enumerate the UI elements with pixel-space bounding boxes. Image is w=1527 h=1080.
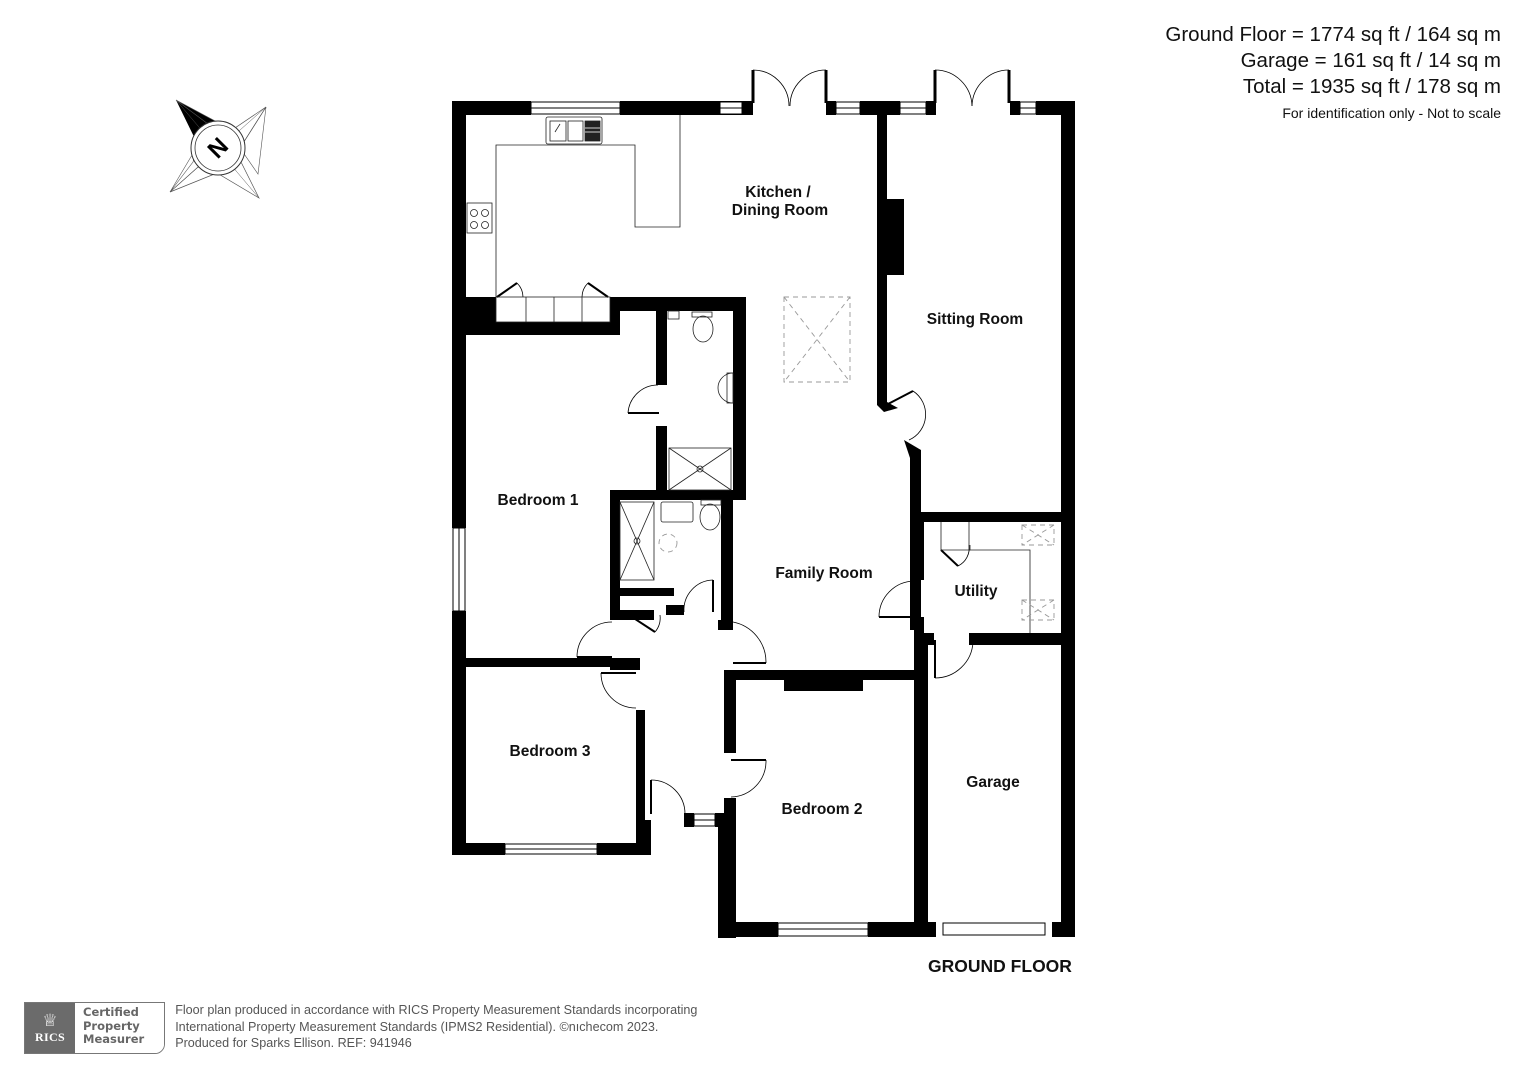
shower-tray-icon	[668, 447, 732, 491]
room-label-bedroom-1: Bedroom 1	[498, 492, 579, 509]
badge-line-3: Measurer	[83, 1032, 145, 1046]
kitchen-sink-icon	[545, 116, 603, 145]
footer-line-2: International Property Measurement Stand…	[175, 1019, 659, 1034]
garage-area: Garage = 161 sq ft / 14 sq m	[1240, 49, 1501, 72]
badge-line-2: Property	[83, 1018, 140, 1033]
footer-line-1: Floor plan produced in accordance with R…	[175, 1003, 698, 1017]
skylight-icon	[1021, 524, 1055, 546]
windows	[452, 101, 1046, 937]
rics-org-name: RICS	[35, 1029, 65, 1044]
room-label-garage: Garage	[966, 774, 1020, 791]
footer: ♕ RICS Certified Property Measurer Floor…	[24, 1002, 697, 1054]
rics-logo: ♕ RICS	[25, 1003, 75, 1053]
fixtures	[466, 115, 1031, 633]
toilet-icon	[699, 499, 722, 531]
area-summary: Ground Floor = 1774 sq ft / 164 sq m Gar…	[1165, 22, 1501, 122]
skylight-icon	[1021, 599, 1055, 621]
rics-badge-text: Certified Property Measurer	[75, 1003, 165, 1053]
shower-tray-icon	[619, 501, 655, 581]
toilet-icon	[691, 311, 714, 343]
cistern-icon	[667, 310, 680, 320]
footer-disclaimer: Floor plan produced in accordance with R…	[175, 1002, 697, 1052]
room-label-sitting-room: Sitting Room	[927, 311, 1023, 328]
room-label-bedroom-3: Bedroom 3	[510, 743, 591, 760]
ground-floor-area: Ground Floor = 1774 sq ft / 164 sq m	[1165, 23, 1501, 46]
extractor-fan-icon	[658, 533, 678, 553]
room-label-family-room: Family Room	[775, 565, 872, 582]
skylight-icon	[783, 296, 851, 383]
compass-north-icon: N	[169, 99, 267, 199]
room-label-bedroom-2: Bedroom 2	[782, 801, 863, 818]
basin-icon	[717, 372, 734, 404]
basin-icon	[660, 501, 694, 523]
skylights	[658, 296, 1055, 621]
disclaimer-note: For identification only - Not to scale	[1282, 105, 1501, 121]
walls	[452, 101, 1075, 938]
room-label-utility: Utility	[954, 583, 997, 600]
badge-line-1: Certified	[83, 1005, 139, 1019]
footer-line-3: Produced for Sparks Ellison. REF: 941946	[175, 1036, 412, 1050]
rics-lion-icon: ♕	[42, 1010, 58, 1030]
hob-icon	[466, 202, 493, 234]
room-label-dining: Dining Room	[732, 202, 828, 219]
floor-title: GROUND FLOOR	[928, 956, 1072, 976]
total-area: Total = 1935 sq ft / 178 sq m	[1242, 75, 1501, 98]
doors	[496, 69, 1011, 815]
room-label-kitchen: Kitchen /	[745, 184, 811, 201]
rics-certified-badge: ♕ RICS Certified Property Measurer	[24, 1002, 166, 1054]
